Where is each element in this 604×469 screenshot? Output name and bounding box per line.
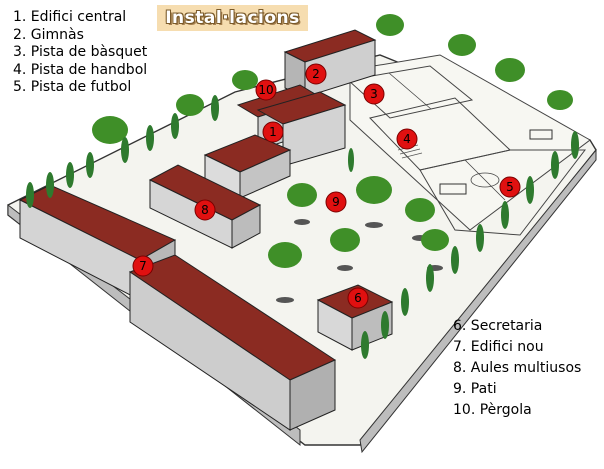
svg-text:7: 7: [139, 259, 147, 273]
marker-10: 10: [255, 79, 277, 101]
legend-item: 10. Pèrgola: [453, 402, 532, 418]
marker-4: 4: [396, 128, 418, 150]
svg-text:5: 5: [506, 180, 514, 194]
marker-7: 7: [132, 255, 154, 277]
svg-text:3: 3: [370, 87, 378, 101]
legend-item: 3. Pista de bàsquet: [13, 44, 148, 60]
legend-item: 4. Pista de handbol: [13, 61, 148, 78]
svg-text:2: 2: [312, 67, 320, 81]
svg-text:6: 6: [354, 291, 362, 305]
football-court: [419, 149, 587, 236]
svg-text:9: 9: [332, 195, 340, 209]
title-banner: Instal·lacions: [157, 5, 308, 31]
legend-item: 9. Pati: [453, 381, 497, 397]
legend-item: 7. Edifici nou: [453, 339, 544, 355]
legend-right: 6. Secretaria 7. Edifici nou 8. Aules mu…: [453, 316, 581, 421]
marker-5: 5: [499, 176, 521, 198]
svg-text:10: 10: [258, 83, 273, 97]
svg-text:8: 8: [201, 203, 209, 217]
perimeter-wall-right: [359, 148, 597, 454]
marker-3: 3: [363, 83, 385, 105]
marker-6: 6: [347, 287, 369, 309]
legend-item: 6. Secretaria: [453, 318, 543, 334]
legend-item: 1. Edifici central: [13, 9, 127, 25]
page-title: Instal·lacions: [165, 8, 300, 28]
svg-text:1: 1: [269, 125, 277, 139]
legend-item: 2. Gimnàs: [13, 26, 84, 43]
svg-text:4: 4: [403, 132, 411, 146]
marker-9: 9: [325, 191, 347, 213]
marker-1: 1: [262, 121, 284, 143]
basketball-court: [346, 65, 474, 119]
marker-2: 2: [305, 63, 327, 85]
legend-left: 1. Edifici central 2. Gimnàs 3. Pista de…: [13, 9, 147, 97]
legend-item: 8. Aules multiusos: [453, 360, 582, 376]
marker-8: 8: [194, 199, 216, 221]
cypress-row: [26, 95, 579, 359]
legend-item: 5. Pista de futbol: [13, 79, 132, 95]
